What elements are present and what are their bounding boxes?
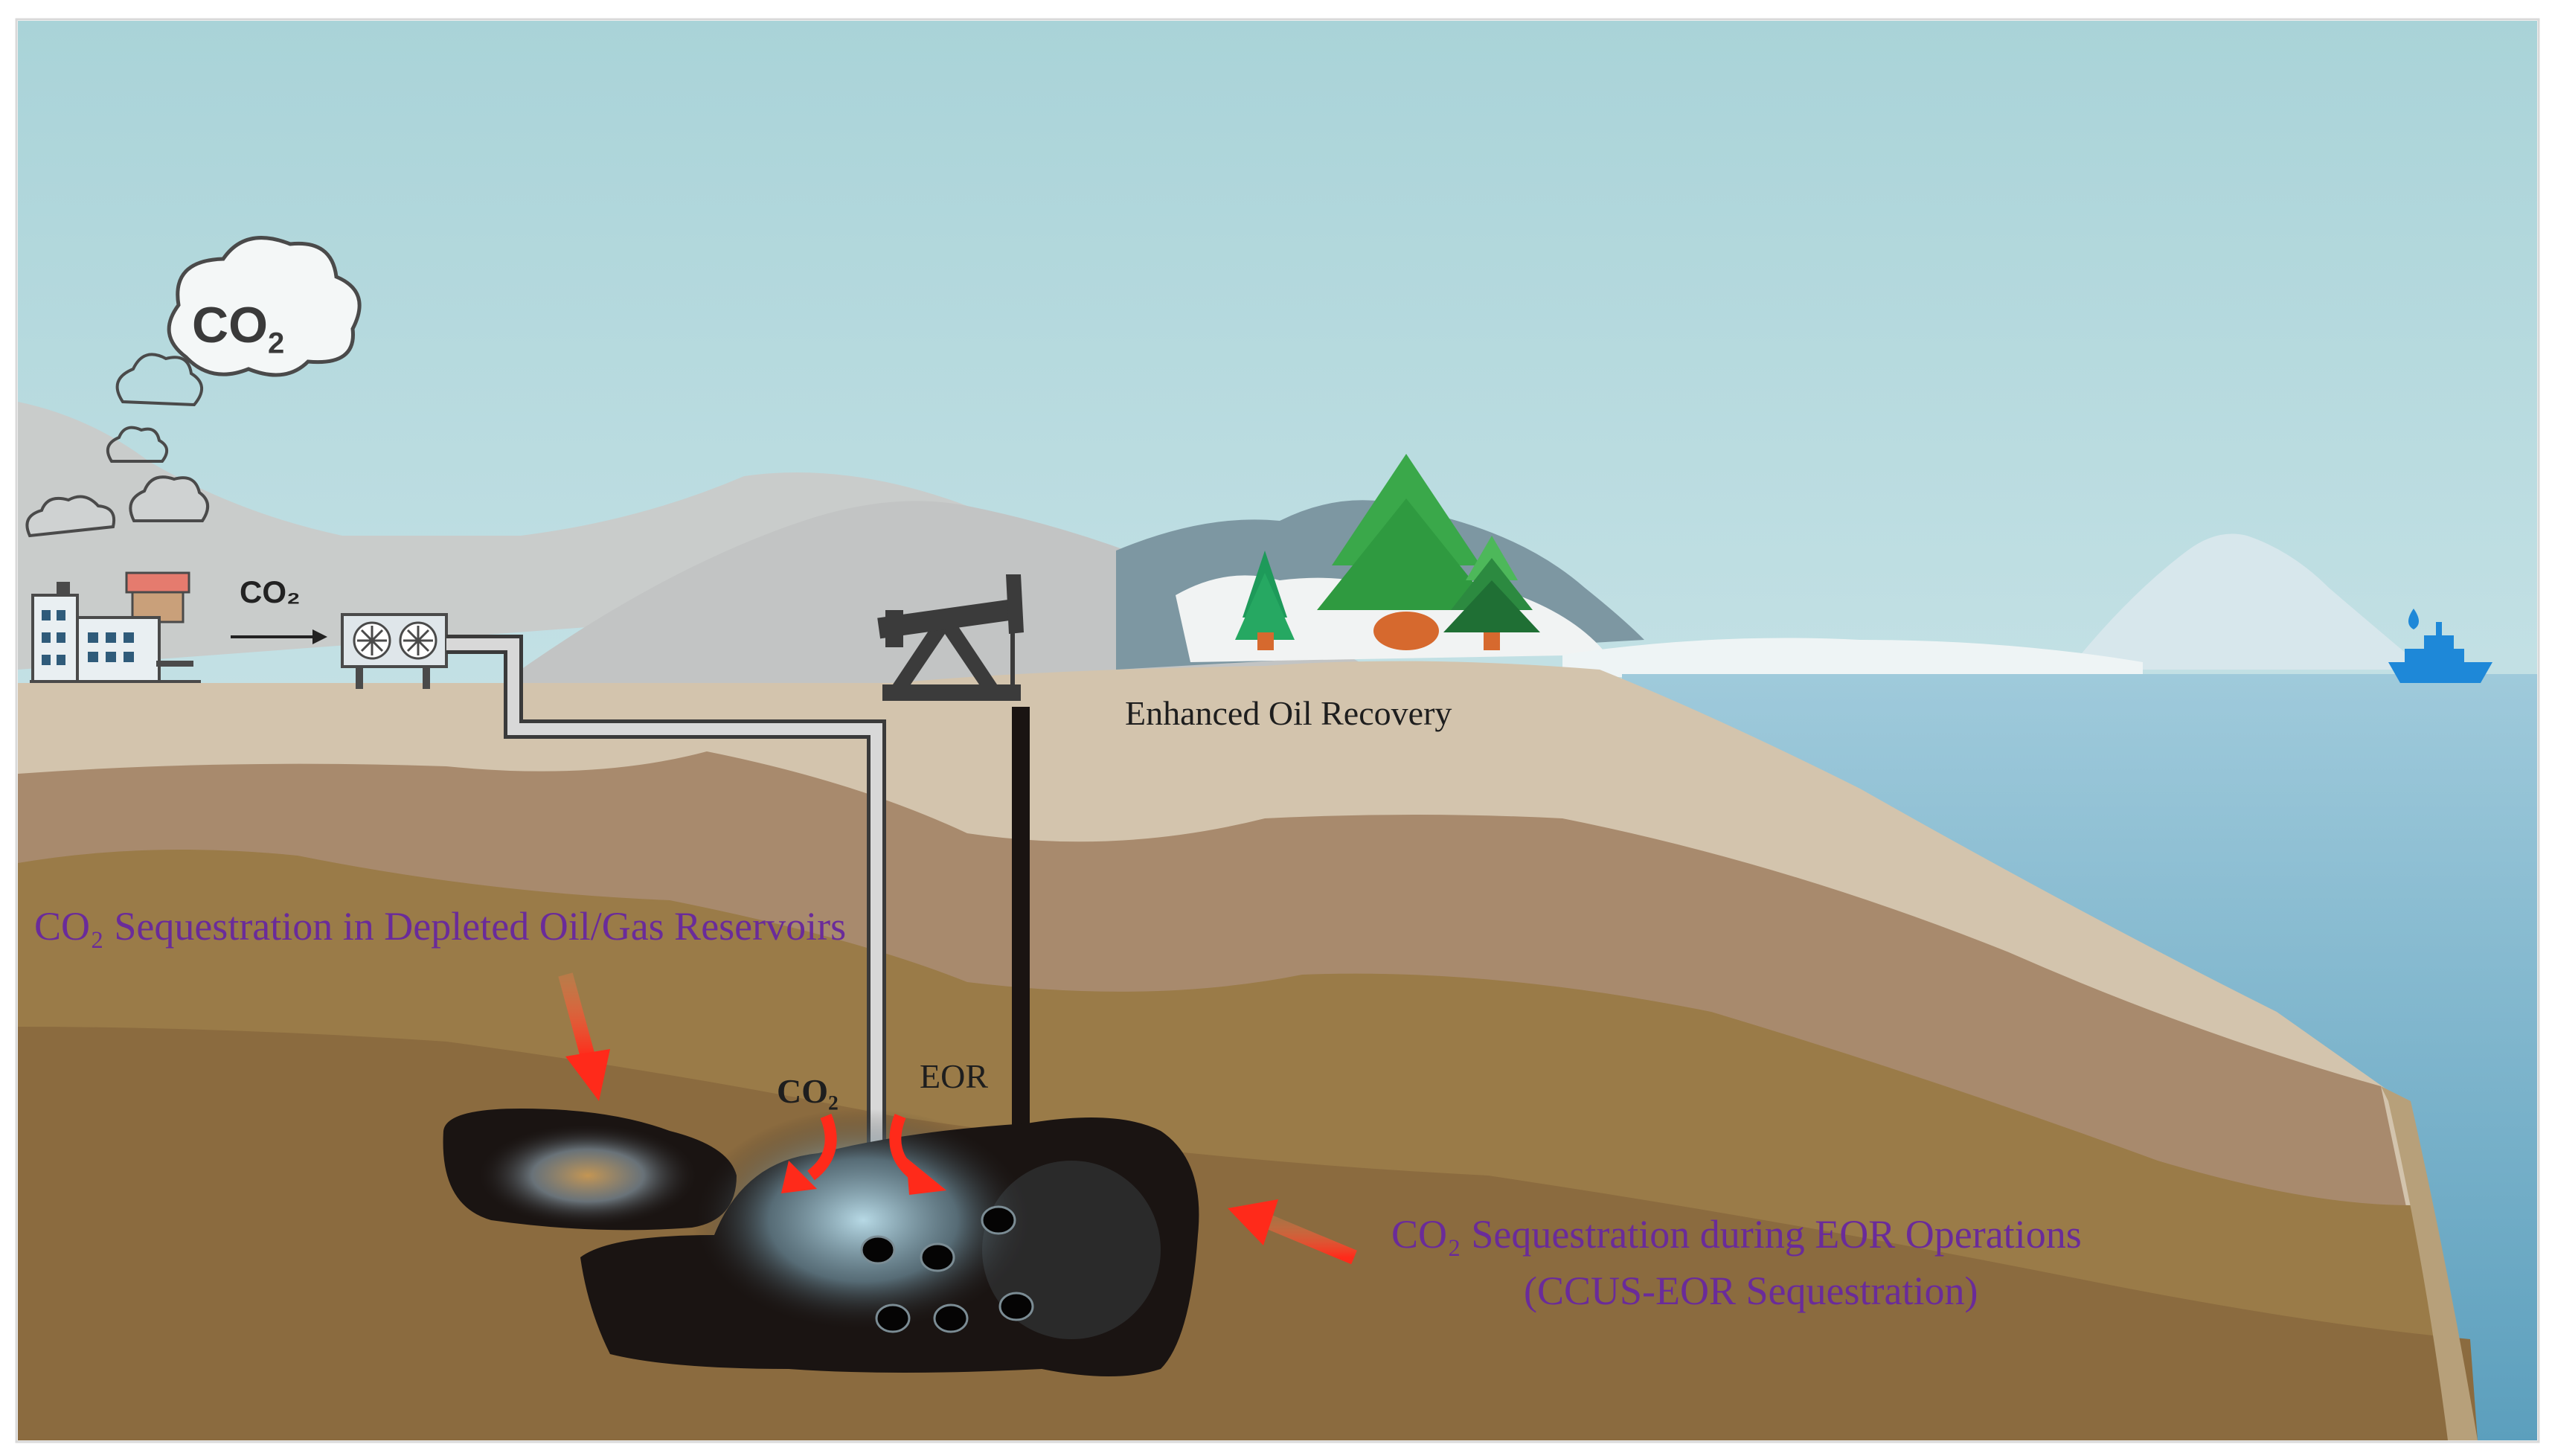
cliff-edge: [2381, 1086, 2478, 1440]
reservoir-depleted: [443, 1109, 737, 1231]
mountain-right: [2068, 533, 2426, 670]
arrow-icon: [1228, 1199, 1357, 1265]
smoke-cloud-icon: [106, 353, 203, 463]
factory-co2-label: CO₂: [240, 574, 301, 609]
eor-title-label: Enhanced Oil Recovery: [1125, 694, 1452, 732]
reservoir-co2-label: CO₂: [777, 1072, 839, 1110]
co2-cloud-icon: [167, 236, 362, 377]
oil-droplet-icon: [2408, 609, 2419, 629]
arrow-icon: [781, 1114, 837, 1193]
pine-tree-icon: [1235, 454, 1540, 650]
ccus-label-line1: CO₂ Sequestration during EOR Operations: [1391, 1212, 2082, 1257]
pumpjack-icon: [877, 574, 1024, 701]
factory-icon: [25, 475, 209, 683]
oil-droplet-icon: [860, 1205, 1034, 1333]
compressor-icon: [341, 613, 448, 689]
production-well-icon: [1012, 707, 1030, 1198]
co2-cloud-text: CO: [192, 297, 268, 353]
reservoir-eor-label: EOR: [920, 1057, 988, 1095]
depleted-reservoir-label: CO₂ Sequestration in Depleted Oil/Gas Re…: [34, 904, 847, 949]
arrow-icon: [231, 629, 327, 644]
arrow-icon: [558, 972, 610, 1101]
co2-cloud-label: CO2: [192, 296, 284, 361]
ccus-label-line2: (CCUS-EOR Sequestration): [1524, 1269, 1978, 1313]
co2-cloud-subscript: 2: [268, 327, 285, 360]
pipeline-icon: [446, 635, 886, 1213]
arrow-icon: [889, 1114, 946, 1195]
ice-shelf: [1562, 638, 2143, 677]
ship-icon: [2388, 609, 2492, 683]
